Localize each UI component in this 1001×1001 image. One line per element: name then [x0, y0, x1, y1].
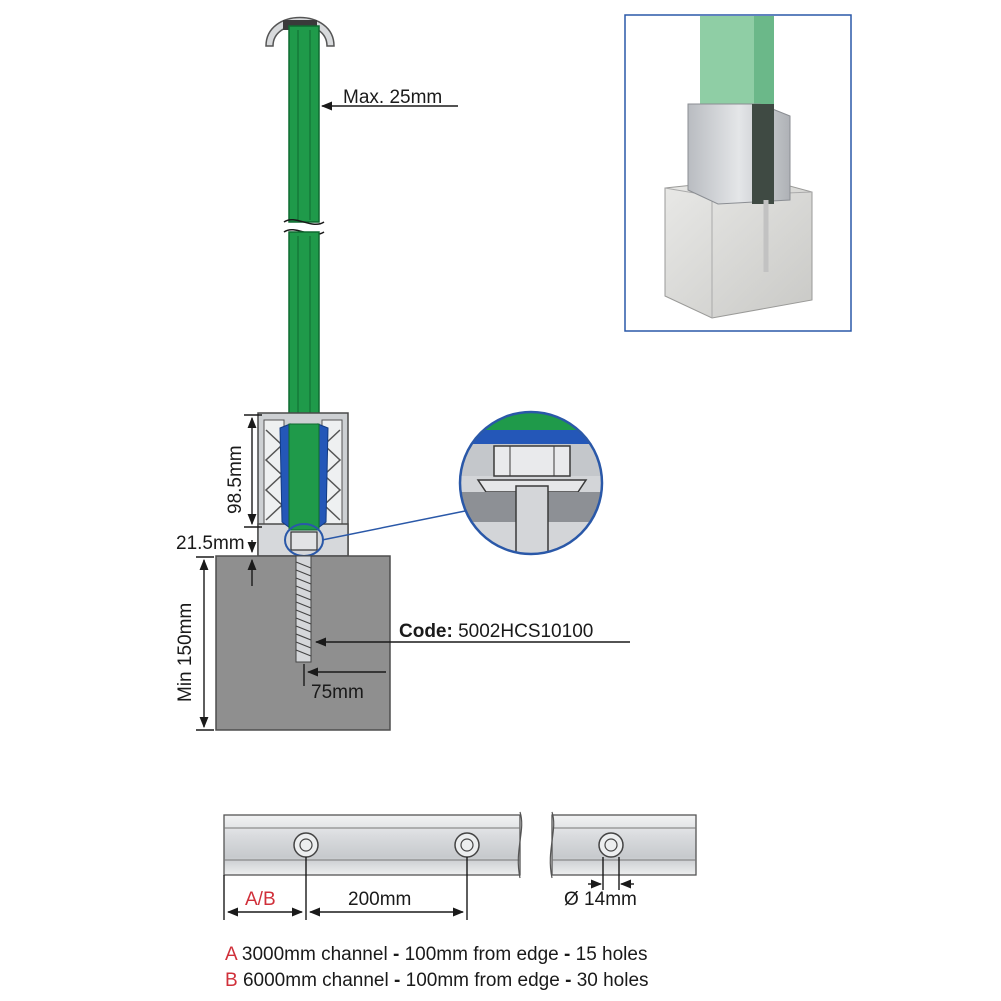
legend-edge: 100mm from edge [404, 944, 559, 965]
max-glass-label: Max. 25mm [343, 87, 443, 108]
callout-leader [321, 509, 471, 541]
min-depth-label: Min 150mm [175, 602, 196, 702]
legend-sep: - [387, 944, 405, 965]
legend-length: 6000mm channel [242, 970, 389, 991]
anchor-screw [295, 555, 312, 663]
legend-length: 3000mm channel [241, 944, 388, 965]
edge-distance-label: 75mm [311, 682, 364, 703]
legend-letter: B [225, 970, 238, 991]
legend-edge: 100mm from edge [405, 970, 560, 991]
code-value: 5002HCS10100 [458, 621, 594, 642]
rail-strip [223, 811, 697, 879]
detail-callout [458, 410, 604, 556]
hole-diameter-label: Ø 14mm [564, 889, 637, 910]
channel-height-label: 98.5mm [225, 445, 246, 514]
legend-letter: A [225, 944, 237, 965]
inset-photo [624, 14, 852, 332]
legend-line-b: B 6000mm channel - 100mm from edge - 30 … [225, 970, 649, 992]
dimension-lines [196, 101, 630, 731]
top-cap [265, 16, 335, 47]
legend-holes: 30 holes [576, 970, 649, 991]
legend-sep: - [388, 970, 406, 991]
legend-holes: 15 holes [575, 944, 648, 965]
code-label: Code: 5002HCS10100 [399, 622, 593, 641]
code-prefix: Code: [399, 621, 453, 642]
legend-sep: - [558, 944, 576, 965]
spacing-ab-label: A/B [245, 889, 276, 910]
base-offset-label: 21.5mm [176, 533, 245, 554]
legend-sep: - [559, 970, 577, 991]
aluminium-channel [257, 412, 349, 557]
rail-dimensions [223, 857, 634, 920]
legend-line-a: A 3000mm channel - 100mm from edge - 15 … [225, 944, 647, 966]
spacing-200-label: 200mm [348, 889, 412, 910]
